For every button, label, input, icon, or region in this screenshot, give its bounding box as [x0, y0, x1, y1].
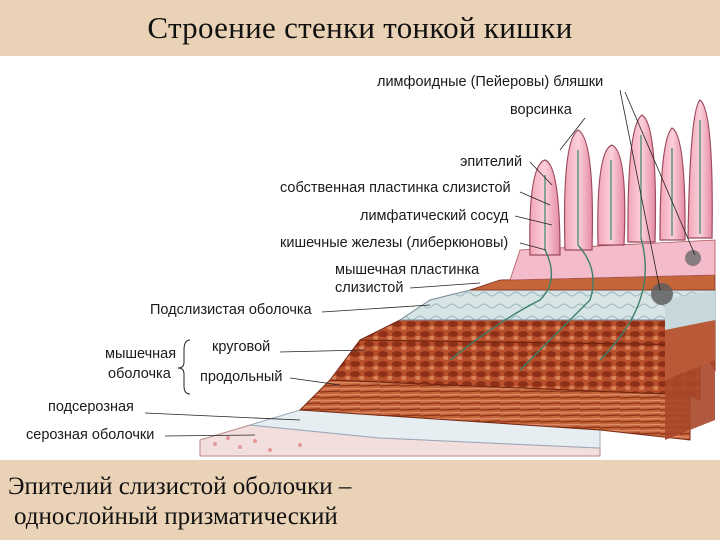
caption-bar: Эпителий слизистой оболочки – однослойны… [0, 460, 720, 540]
label-submucosa: Подслизистая оболочка [150, 302, 312, 318]
label-lamina-propria: собственная пластинка слизистой [280, 180, 511, 196]
label-muscularis-mucosae-2: слизистой [335, 280, 404, 296]
label-glands: кишечные железы (либеркюновы) [280, 235, 509, 251]
page-title: Строение стенки тонкой кишки [147, 10, 573, 45]
caption: Эпителий слизистой оболочки – однослойны… [8, 472, 351, 532]
label-muscularis-mucosae-1: мышечная пластинка [335, 262, 480, 278]
label-subserosa: подсерозная [48, 399, 134, 415]
caption-line-1: Эпителий слизистой оболочки – [8, 473, 352, 500]
label-serosa: серозная оболочки [26, 427, 155, 443]
label-circular: круговой [212, 339, 271, 355]
label-villus: ворсинка [510, 102, 572, 118]
caption-line-2: однослойный призматический [14, 503, 338, 530]
label-muscular-1: мышечная [105, 346, 177, 362]
label-longitudinal: продольный [200, 369, 283, 385]
diagram-area: лимфоидные (Пейеровы) бляшки ворсинка эп… [0, 56, 720, 460]
label-epithelium: эпителий [460, 154, 523, 170]
intestine-wall-illustration [144, 89, 716, 457]
label-lymphoid-plaques: лимфоидные (Пейеровы) бляшки [377, 74, 604, 90]
label-muscular-2: оболочка [108, 366, 171, 382]
title-bar: Строение стенки тонкой кишки [0, 0, 720, 56]
label-lymph-vessel: лимфатический сосуд [360, 208, 509, 224]
